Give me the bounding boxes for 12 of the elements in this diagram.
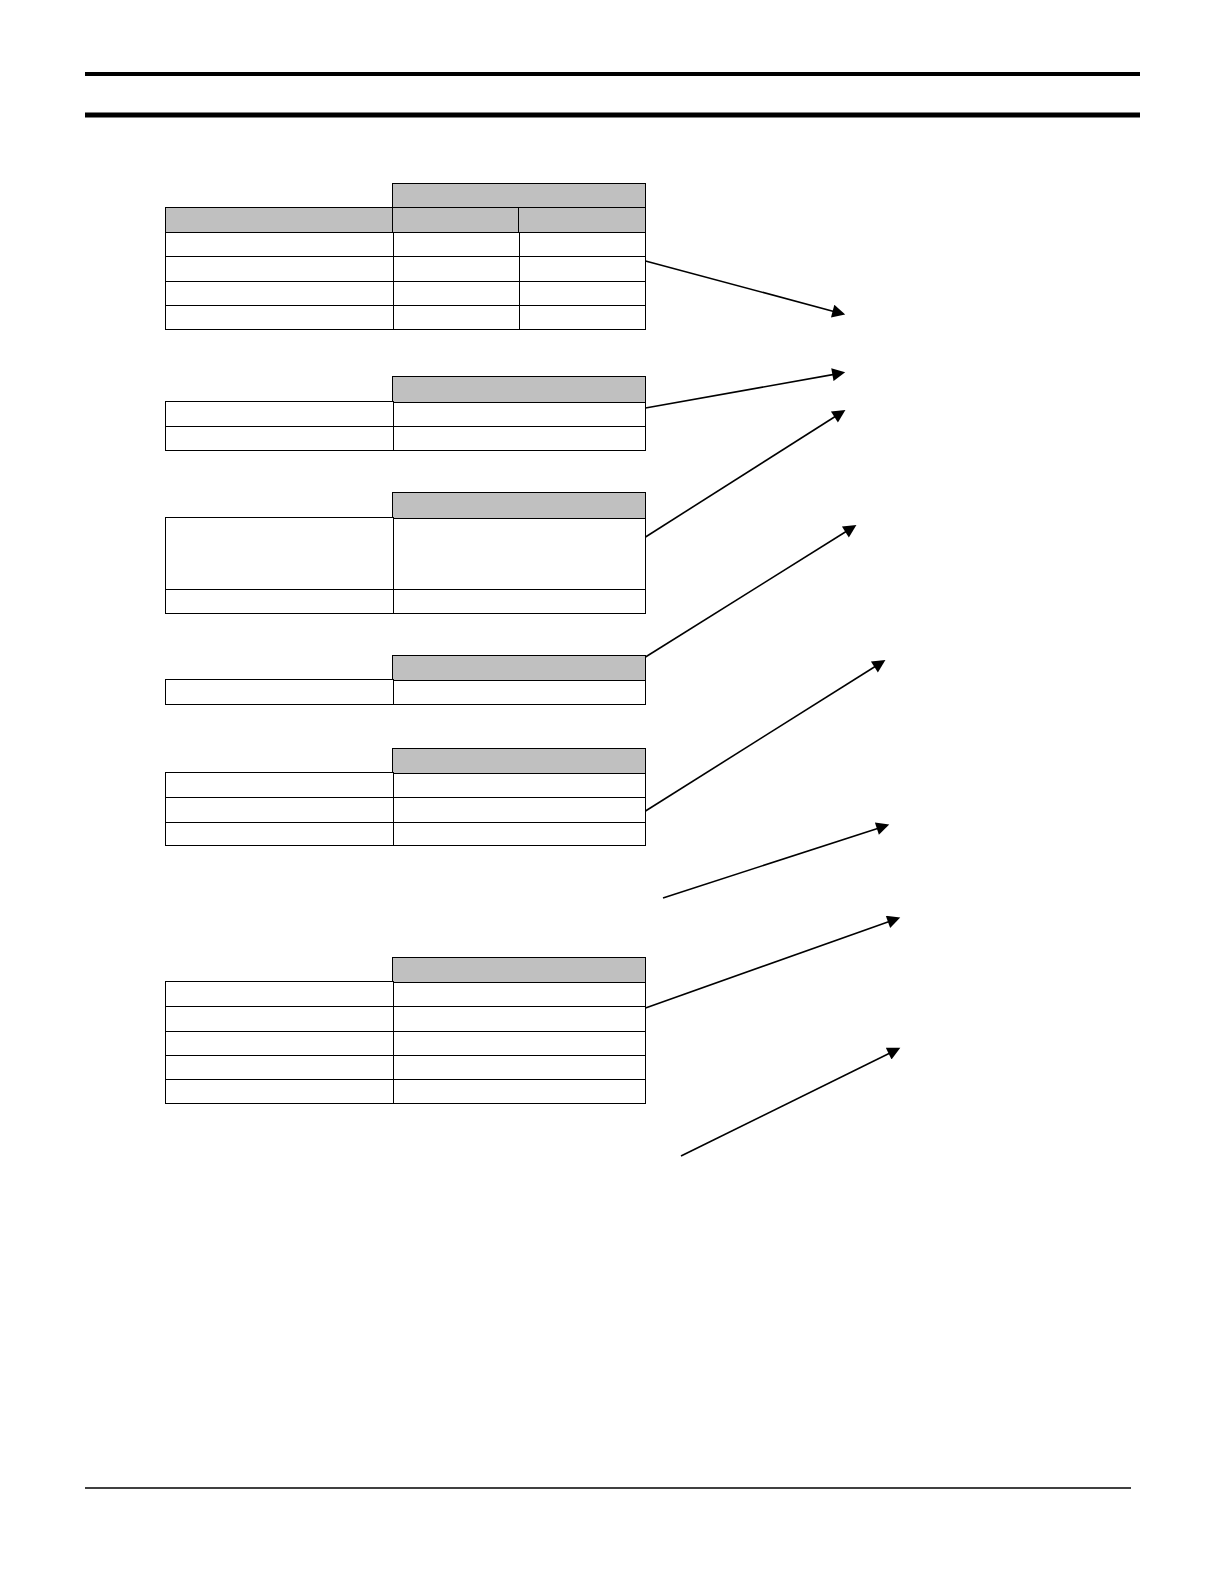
data-table — [165, 183, 646, 330]
arrow — [644, 915, 901, 1009]
data-table — [165, 748, 646, 846]
data-table — [165, 957, 646, 1104]
arrow — [644, 368, 846, 409]
arrow — [644, 409, 846, 538]
arrow — [644, 525, 857, 658]
data-table — [165, 492, 646, 614]
arrow — [644, 260, 846, 318]
data-table — [165, 655, 646, 705]
data-table — [165, 376, 646, 451]
arrow — [644, 660, 886, 812]
